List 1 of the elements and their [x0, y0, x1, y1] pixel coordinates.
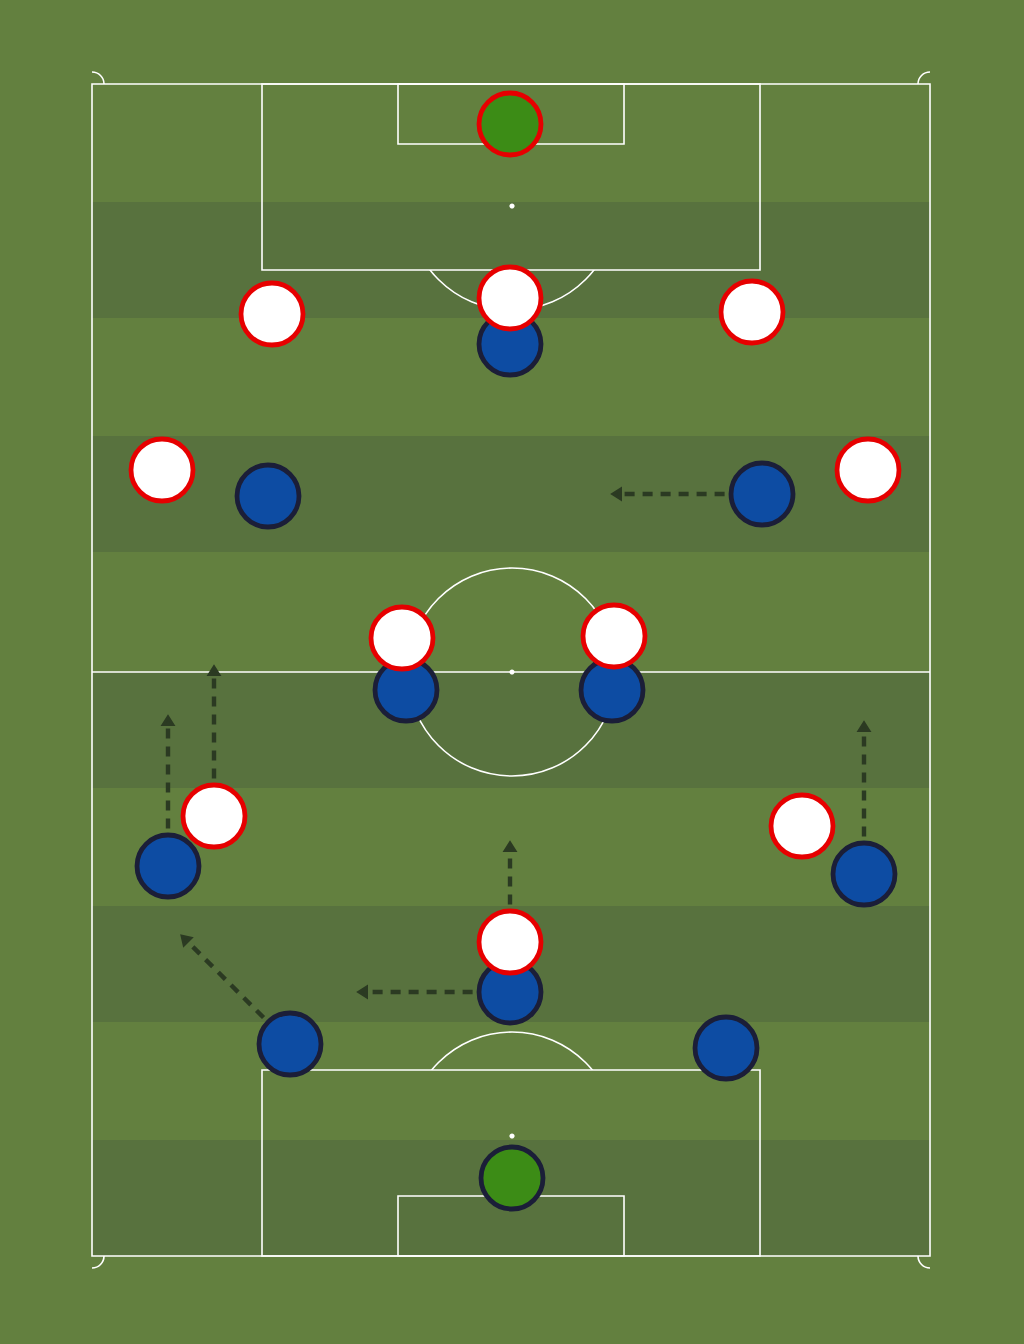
- arrow: [180, 934, 266, 1020]
